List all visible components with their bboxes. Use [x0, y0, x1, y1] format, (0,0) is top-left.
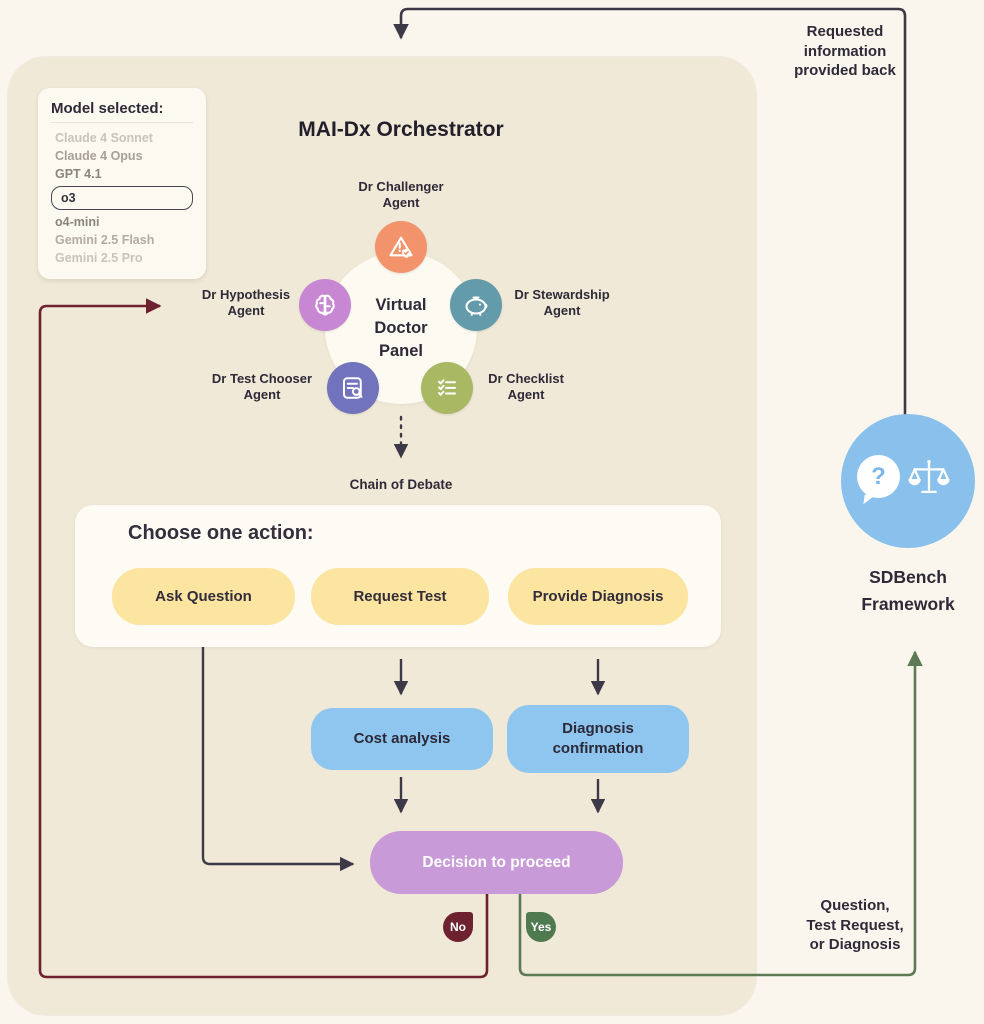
brain-icon [315, 294, 335, 316]
warning-shield-icon [389, 236, 413, 258]
model-option-claude-4-opus[interactable]: Claude 4 Opus [55, 149, 143, 163]
model-selector-box: Model selected: Claude 4 Sonnet Claude 4… [38, 88, 206, 279]
agent-node-hypothesis [299, 279, 351, 331]
no-badge: No [443, 912, 473, 942]
piggy-bank-icon [465, 296, 488, 316]
checklist-icon [438, 379, 456, 396]
agent-label-checklist: Dr Checklist Agent [488, 371, 564, 402]
chain-of-debate-label: Chain of Debate [349, 477, 453, 492]
balance-scale-icon [906, 455, 952, 501]
agent-node-challenger [375, 221, 427, 273]
agent-label-challenger: Dr Challenger Agent [358, 179, 444, 210]
agent-node-test-chooser [327, 362, 379, 414]
model-selector-title: Model selected: [51, 100, 193, 123]
agent-node-stewardship [450, 279, 502, 331]
question-test-diagnosis-note: Question, Test Request, or Diagnosis [806, 897, 904, 953]
agent-label-hypothesis: Dr Hypothesis Agent [201, 287, 291, 318]
model-option-o3-selected[interactable]: o3 [51, 186, 193, 210]
cost-analysis-box: Cost analysis [311, 708, 493, 770]
ask-question-button[interactable]: Ask Question [112, 568, 295, 625]
yes-badge: Yes [526, 912, 556, 942]
model-option-gemini-2-5-flash[interactable]: Gemini 2.5 Flash [55, 233, 155, 247]
provide-diagnosis-button[interactable]: Provide Diagnosis [508, 568, 688, 625]
form-search-icon [343, 377, 363, 399]
sdbench-framework-label: SDBench Framework [861, 567, 955, 614]
decision-to-proceed-box: Decision to proceed [370, 831, 623, 894]
model-option-gpt-4-1[interactable]: GPT 4.1 [55, 167, 102, 181]
agent-node-checklist [421, 362, 473, 414]
model-option-claude-4-sonnet[interactable]: Claude 4 Sonnet [55, 131, 153, 145]
request-test-button[interactable]: Request Test [311, 568, 489, 625]
model-option-gemini-2-5-pro[interactable]: Gemini 2.5 Pro [55, 251, 143, 265]
model-option-o4-mini[interactable]: o4-mini [55, 215, 100, 229]
agent-label-stewardship: Dr Stewardship Agent [514, 287, 610, 318]
diagnosis-confirmation-box: Diagnosis confirmation [507, 705, 689, 773]
question-bubble-icon: ? [857, 455, 900, 498]
page-title: MAI-Dx Orchestrator [298, 118, 504, 141]
requested-information-note: Requested information provided back [794, 23, 896, 79]
agent-label-test-chooser: Dr Test Chooser Agent [211, 371, 313, 402]
choose-action-title: Choose one action: [128, 522, 314, 544]
